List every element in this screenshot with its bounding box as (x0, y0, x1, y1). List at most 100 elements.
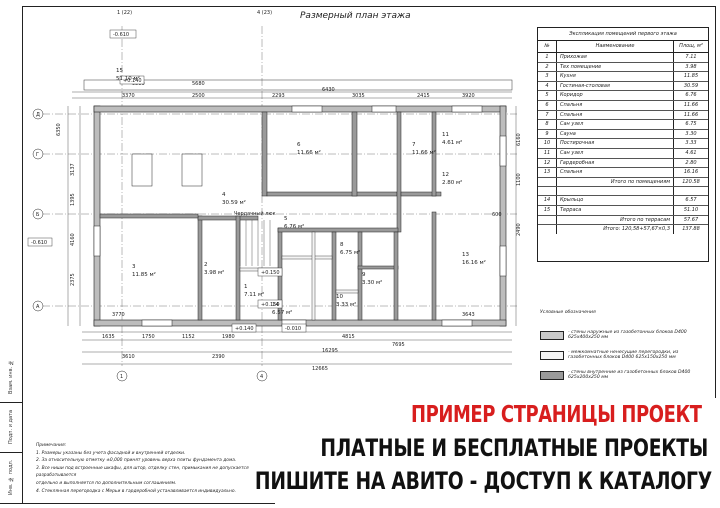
room-15-num: 15 (116, 68, 123, 74)
room-10-area: 3.33 м² (336, 301, 356, 308)
dim-bot-6: 7695 (392, 342, 405, 348)
dim-bot-8: 2390 (212, 354, 225, 360)
dim-right-5: 600 (492, 212, 502, 218)
header-area: Площ, м² (679, 43, 703, 49)
stairs (239, 220, 271, 266)
total-rooms-area: 120.58 (682, 178, 700, 185)
row-number: 10 (538, 139, 557, 148)
room-4-num: 4 (222, 192, 226, 198)
header-number: № (538, 41, 557, 52)
room-3-area: 11.85 м² (132, 271, 156, 278)
row-area: 6.76 (685, 92, 697, 99)
row-area: 7.11 (685, 54, 697, 60)
room-14-num: 14 (272, 302, 279, 308)
row-number: 2 (538, 62, 557, 72)
legend-text: - стены внутренние из газобетонных блоко… (568, 370, 691, 380)
row-name: Сауна (557, 129, 674, 139)
row-name: Прихожая (557, 53, 674, 62)
dim-top-1: 3370 (122, 93, 135, 99)
dim-bot-10: 16295 (322, 348, 338, 354)
dim-top-6: 3920 (462, 93, 475, 99)
level-3: +0.150 (261, 270, 280, 276)
row-name: Сан узел (557, 148, 674, 158)
plan-title: Размерный план этажа (300, 11, 411, 21)
dim-bot-5: 4815 (342, 334, 355, 340)
dimension-lines (67, 91, 517, 365)
axis-bubbles (32, 108, 268, 382)
row-number: 12 (538, 158, 557, 168)
explication-table: Экспликация помещений первого этажа № На… (537, 27, 709, 262)
row-name: Гостиная-столовая (557, 81, 674, 91)
dim-right-3: 2490 (516, 223, 522, 236)
dim-bot-4: 1980 (222, 334, 235, 340)
axis-top-1: 1 (22) (117, 10, 132, 16)
legend-swatch (540, 330, 564, 340)
row-number: 1 (538, 53, 557, 62)
room-11-num: 11 (442, 132, 449, 138)
side-cell-2: Подп. и дата (0, 402, 22, 453)
level-5: +0.150 (261, 302, 280, 308)
notes-line: 2. За относительную отметку ±0,000 приня… (36, 458, 237, 464)
row-name: Спальня (557, 110, 674, 120)
room-labels: 15 51.10 м² 4 30.59 м² 3 11.85 м² 2 3.98… (116, 68, 486, 316)
room-2-area: 3.98 м² (204, 269, 224, 276)
legend-item-inner-walls: - стены внутренние из газобетонных блоко… (540, 365, 710, 385)
legend-title: Условные обозначения (540, 310, 596, 315)
row-name: Сан узел (557, 120, 674, 129)
row-area: 11.66 (683, 101, 699, 108)
room-6-num: 6 (297, 142, 301, 148)
row-number (538, 177, 557, 187)
room-11-area: 4.61 м² (442, 139, 462, 146)
dim-bot-7: 3610 (122, 354, 135, 360)
room-12-area: 2.80 м² (442, 179, 462, 186)
room-15-area: 51.10 м² (116, 75, 140, 82)
level-7: +0.140 (235, 326, 254, 332)
terrace-outline (83, 79, 513, 91)
legend-swatch (540, 350, 564, 360)
row-name: Спальня (557, 100, 674, 110)
dim-top-4: 3035 (352, 93, 365, 99)
level-1: -0.610 (113, 32, 129, 38)
row-number: 13 (538, 168, 557, 177)
row-name: Постирочная (557, 139, 674, 148)
banner-line-1: ПРИМЕР СТРАНИЦЫ ПРОЕКТ (411, 402, 702, 428)
legend: Условные обозначения - стены наружные из… (540, 310, 710, 385)
dim-left-2: 3137 (70, 163, 76, 176)
row-name: Терраса (557, 205, 674, 215)
promo-banner: ПРИМЕР СТРАНИЦЫ ПРОЕКТ ПЛАТНЫЕ И БЕСПЛАТ… (255, 398, 720, 508)
room-5-num: 5 (284, 216, 288, 222)
row-area: 3.33 (685, 140, 697, 147)
dim-top-9: 5680 (192, 81, 205, 87)
dim-left-6: 3770 (112, 312, 125, 318)
notes-line: отдельно и выполняется по дополнительным… (36, 480, 177, 486)
room-1-area: 7.11 м² (244, 291, 264, 298)
row-number: 4 (538, 81, 557, 91)
room-4-area: 30.59 м² (222, 199, 246, 206)
total-terrace-area: 57.67 (683, 216, 699, 223)
axis-top-2: 4 (23) (257, 10, 272, 16)
row-area: 11.66 (683, 111, 699, 118)
banner-line-3: ПИШИТЕ НА АВИТО - ДОСТУП К КАТАЛОГУ (254, 467, 712, 495)
row-area: 16.16 (683, 169, 699, 176)
row-number: 6 (538, 100, 557, 110)
row-number: 9 (538, 129, 557, 139)
row-area: 6.57 (685, 197, 697, 204)
room-8-num: 8 (340, 242, 344, 248)
room-9-num: 9 (362, 272, 366, 278)
windows (93, 105, 507, 327)
row-area: 3.30 (685, 130, 697, 137)
row-area: 2.80 (685, 159, 697, 166)
side-stamp-strip: Взам. инв. № Подп. и дата Инв. № подл. (0, 352, 23, 504)
dim-right-4: 3643 (462, 312, 475, 318)
notes: Примечания: 1. Размеры указаны без учета… (36, 442, 276, 495)
